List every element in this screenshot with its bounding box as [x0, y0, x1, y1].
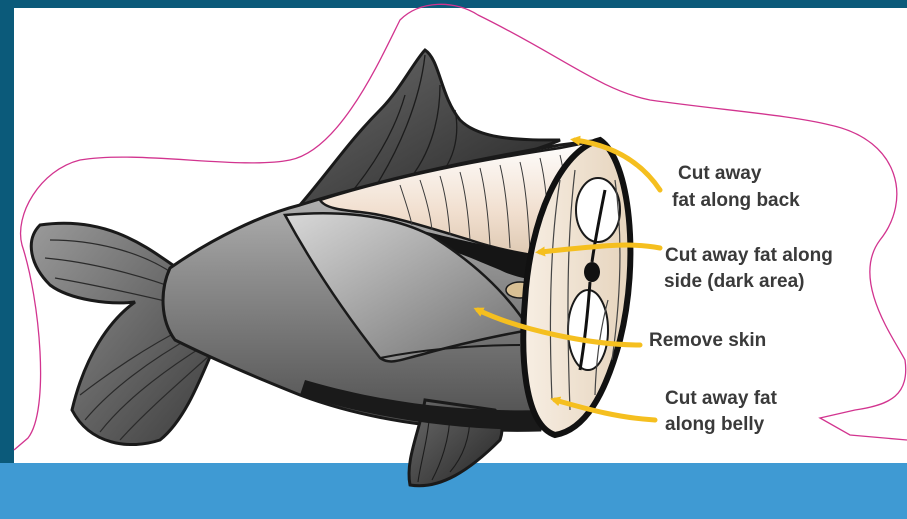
- label-skin-line-1: Remove skin: [649, 330, 766, 351]
- label-side-line-2: side (dark area): [664, 271, 804, 292]
- label-back-line-1: Cut away: [678, 163, 762, 184]
- label-belly-line-1: Cut away fat: [665, 388, 778, 409]
- label-skin: Remove skin: [649, 330, 766, 351]
- label-back-line-2: fat along back: [672, 190, 800, 211]
- cross-section-spine: [584, 262, 600, 282]
- label-belly-line-2: along belly: [665, 414, 765, 435]
- label-side-line-1: Cut away fat along: [665, 245, 833, 266]
